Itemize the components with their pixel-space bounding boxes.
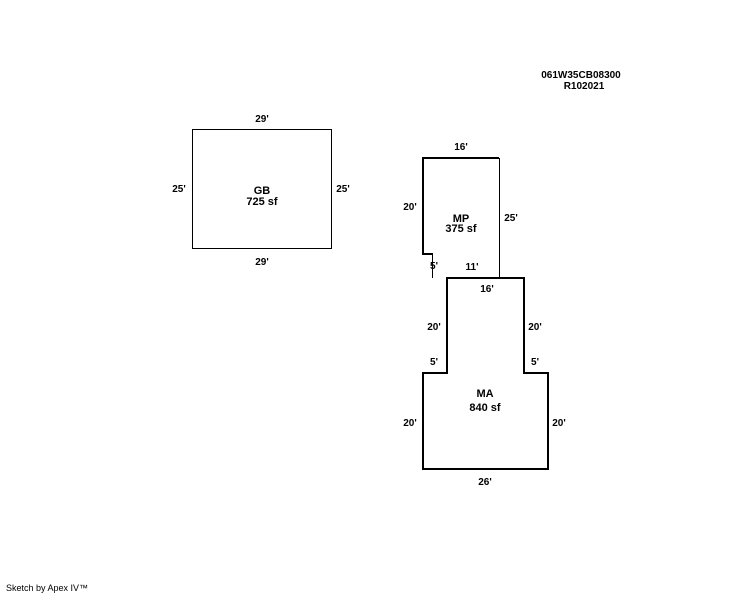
ma-dim-top: 16'	[480, 284, 494, 295]
gb-dim-top: 29'	[255, 114, 269, 125]
mp-dim-right: 25'	[504, 213, 518, 224]
ma-sf: 840 sf	[469, 402, 501, 414]
area-mp: 16' 20' 25' 5' 11' MP 375 sf	[403, 142, 518, 278]
ma-dim-upper-right: 20'	[528, 322, 542, 333]
gb-code: GB	[254, 185, 271, 197]
mp-dim-notch-bottom: 11'	[466, 262, 479, 273]
gb-sf: 725 sf	[246, 196, 278, 208]
parcel-ref: R102021	[564, 81, 605, 92]
mp-dim-top: 16'	[454, 142, 468, 153]
parcel-id: 061W35CB08300	[541, 70, 621, 81]
mp-dim-left: 20'	[403, 202, 417, 213]
gb-dim-bottom: 29'	[255, 257, 269, 268]
area-gb: 29' 29' 25' 25' GB 725 sf	[172, 114, 350, 268]
ma-dim-lower-left: 20'	[403, 418, 417, 429]
mp-outline-thick	[422, 157, 499, 255]
ma-dim-bottom: 26'	[478, 477, 492, 488]
gb-dim-right: 25'	[336, 184, 350, 195]
mp-code: MP	[453, 213, 470, 225]
ma-dim-step-right: 5'	[531, 357, 539, 368]
ma-dim-lower-right: 20'	[552, 418, 566, 429]
ma-dim-upper-left: 20'	[427, 322, 441, 333]
mp-sf: 375 sf	[445, 223, 477, 235]
sketch-credit: Sketch by Apex IV™	[6, 583, 89, 593]
ma-code: MA	[476, 388, 493, 400]
mp-dim-notch-left: 5'	[430, 261, 438, 272]
area-ma: 16' 20' 20' 5' 5' 20' 20' 26' MA 840 sf	[403, 277, 566, 488]
gb-outline	[192, 129, 332, 249]
gb-dim-left: 25'	[172, 184, 186, 195]
ma-outline	[422, 277, 549, 470]
ma-dim-step-left: 5'	[430, 357, 438, 368]
